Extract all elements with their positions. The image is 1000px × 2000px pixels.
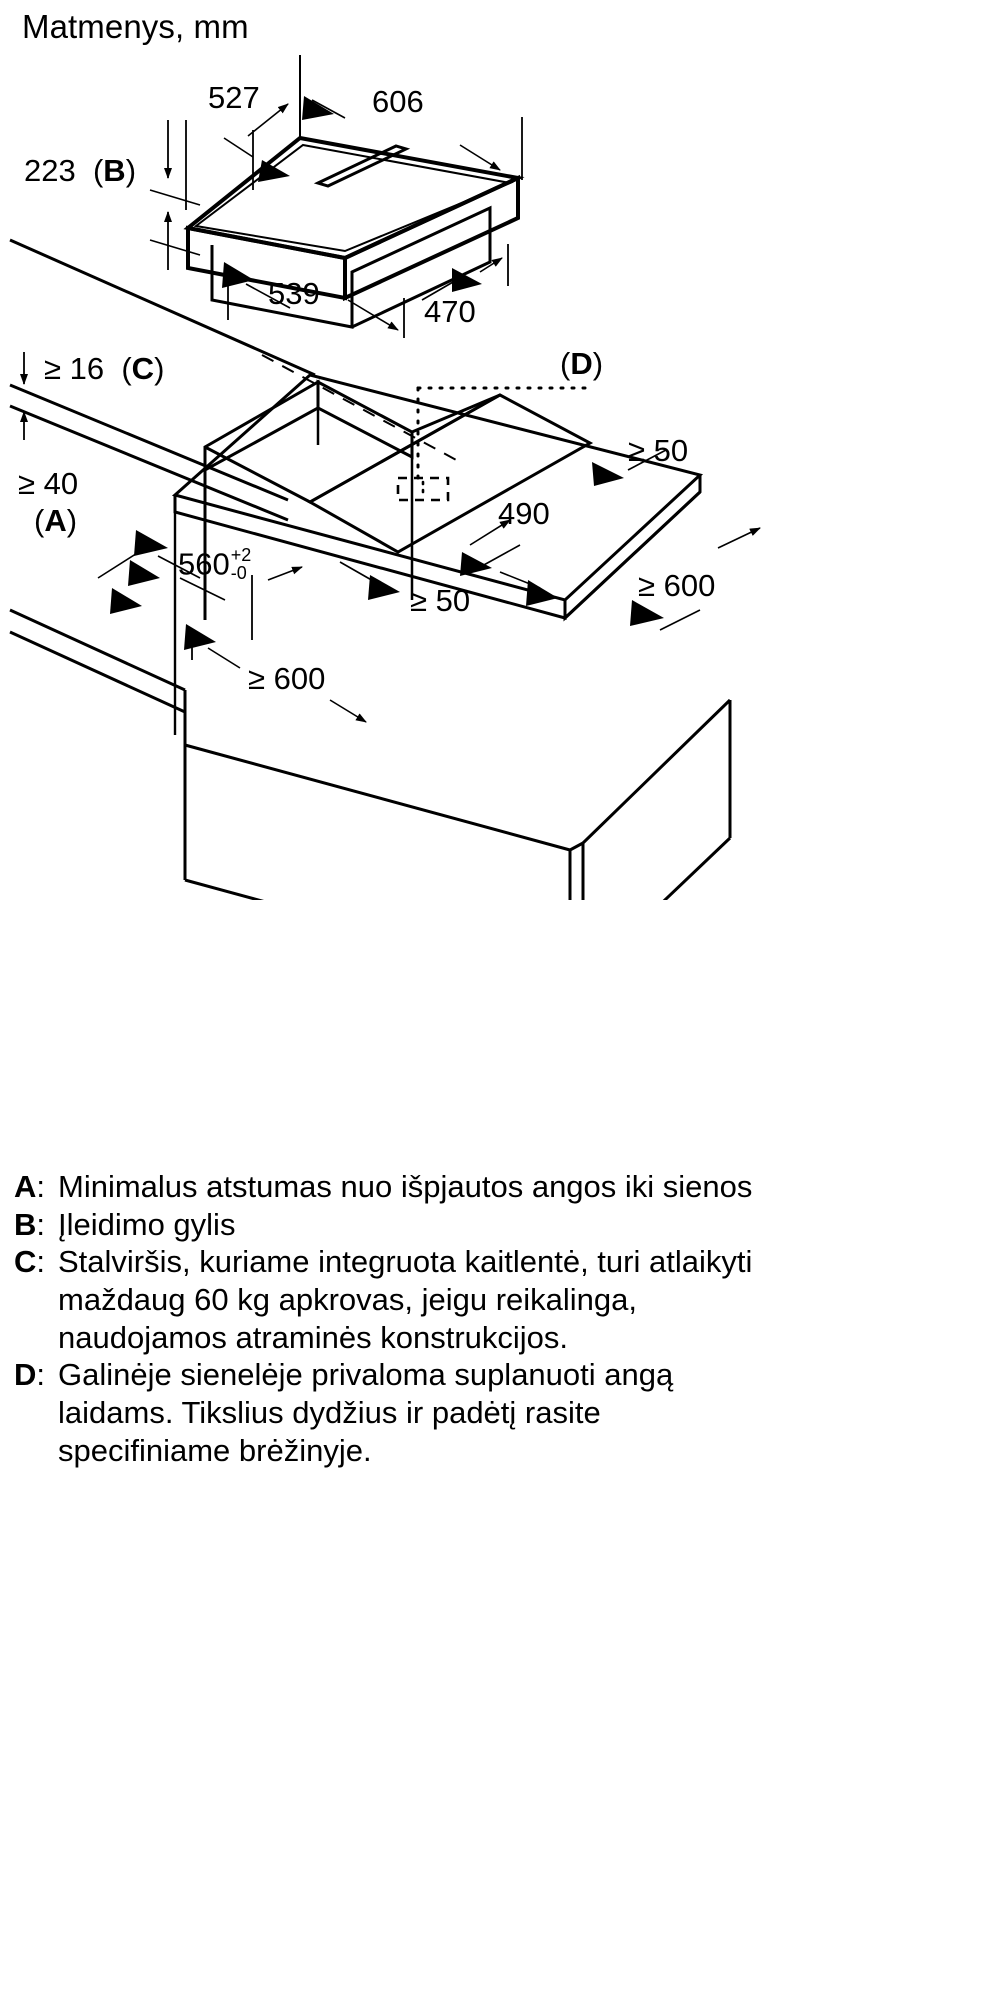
dimension-label-16-c: ≥ 16 (C) xyxy=(44,353,164,384)
legend-key-b: B: xyxy=(14,1206,58,1244)
legend-row-c: C: Stalviršis, kuriame integruota kaitle… xyxy=(14,1243,754,1356)
dimension-16-ref-close: ) xyxy=(154,351,165,386)
dimension-label-223-b: 223 (B) xyxy=(24,155,136,186)
dimension-label-527: 527 xyxy=(208,80,260,115)
dimension-16-ref-open: ( xyxy=(112,351,132,386)
dimension-560-tolerance: +2-0 xyxy=(231,546,252,583)
legend-row-b: B: Įleidimo gylis xyxy=(14,1206,754,1244)
dimension-label-50-upper-right: ≥ 50 xyxy=(628,433,689,468)
legend-key-a-letter: A xyxy=(14,1169,37,1204)
dimension-label-490: 490 xyxy=(498,496,550,531)
legend-key-c: C: xyxy=(14,1243,58,1281)
legend-key-d: D: xyxy=(14,1356,58,1394)
legend-text-a: Minimalus atstumas nuo išpjautos angos i… xyxy=(58,1169,753,1204)
legend-key-a: A: xyxy=(14,1168,58,1206)
dimension-223-ref: B xyxy=(103,153,126,188)
legend-row-a: A: Minimalus atstumas nuo išpjautos ango… xyxy=(14,1168,754,1206)
dimension-label-470: 470 xyxy=(424,294,476,329)
technical-drawing: 527 606 223 (B) 539 470 ≥ 16 (C) ≥ 40 (A… xyxy=(0,0,1000,900)
legend: A: Minimalus atstumas nuo išpjautos ango… xyxy=(14,1168,754,1469)
dimension-label-50-lower: ≥ 50 xyxy=(410,583,471,618)
page-title: Matmenys, mm xyxy=(22,8,249,45)
dimension-label-600-right: ≥ 600 xyxy=(638,568,716,603)
dimension-label-560: 560+2-0 xyxy=(178,546,252,585)
dimension-40-ref-letter: A xyxy=(44,503,67,538)
legend-key-a-colon: : xyxy=(36,1169,46,1204)
legend-key-b-colon: : xyxy=(36,1206,46,1242)
legend-text-d: Galinėje sienelėje privaloma suplanuoti … xyxy=(58,1357,674,1468)
dimension-label-539: 539 xyxy=(268,276,320,311)
dimension-label-606: 606 xyxy=(372,84,424,119)
dimension-label-40-ref: (A) xyxy=(34,503,78,538)
legend-row-d: D: Galinėje sienelėje privaloma suplanuo… xyxy=(14,1356,754,1469)
dimension-label-600-bottom: ≥ 600 xyxy=(248,661,326,696)
dimension-223-value: 223 xyxy=(24,153,76,188)
reference-d-letter: D xyxy=(570,346,593,381)
dimension-560-tol-minus: -0 xyxy=(230,563,247,584)
legend-text-b: Įleidimo gylis xyxy=(58,1206,236,1242)
dimension-16-ref: C xyxy=(131,351,155,386)
dimension-560-tol-plus: +2 xyxy=(230,545,252,565)
legend-key-b-letter: B xyxy=(14,1206,37,1242)
legend-key-c-letter: C xyxy=(14,1244,37,1280)
dimension-223-ref-open: ( xyxy=(84,153,104,188)
legend-key-c-colon: : xyxy=(36,1244,46,1280)
legend-text-c: Stalviršis, kuriame integruota kaitlentė… xyxy=(58,1244,753,1355)
dimension-label-40: ≥ 40 xyxy=(18,466,79,501)
legend-key-d-colon: : xyxy=(36,1357,46,1393)
reference-label-d: (D) xyxy=(560,346,604,381)
legend-key-d-letter: D xyxy=(14,1357,37,1393)
dimension-560-value: 560 xyxy=(178,546,230,582)
dimension-223-ref-close: ) xyxy=(125,153,137,188)
dimension-16-value: ≥ 16 xyxy=(44,351,105,386)
